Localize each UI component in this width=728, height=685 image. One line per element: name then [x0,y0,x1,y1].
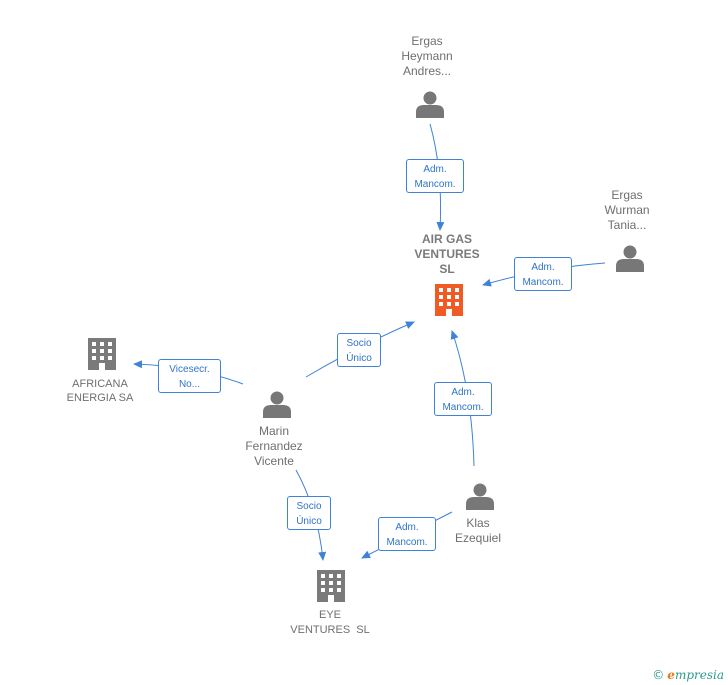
empresia-logo[interactable]: ©empresia [652,668,724,682]
edge-label-wurman-airgas: Adm. Mancom. [514,257,572,291]
brand-initial: e [667,668,675,682]
brand-name: mpresia [674,668,724,682]
node-label-marin-fernandez[interactable]: Marin Fernandez Vicente [245,424,303,468]
node-label-eye-ventures[interactable]: EYE VENTURES SL [290,609,370,636]
edge-label-klas-airgas: Adm. Mancom. [434,382,492,416]
building-icon[interactable] [317,570,345,602]
edge-label-klas-eye: Adm. Mancom. [378,517,436,551]
edge-label-marin-eye: Socio Único [287,496,331,530]
edge-label-marin-africana: Vicesecr. No... [158,359,221,393]
person-icon[interactable] [263,391,291,419]
building-icon-main[interactable] [435,284,463,316]
node-label-air-gas-ventures[interactable]: AIR GAS VENTURES SL [414,232,480,276]
node-label-klas-ezequiel[interactable]: Klas Ezequiel [454,516,502,545]
person-icon[interactable] [466,483,494,511]
building-icon[interactable] [88,338,116,370]
person-icon[interactable] [416,91,444,119]
node-label-africana-energia[interactable]: AFRICANA ENERGIA SA [66,378,134,404]
node-label-ergas-wurman[interactable]: Ergas Wurman Tania... [604,188,650,232]
copyright-icon: © [652,668,665,682]
person-icon[interactable] [616,245,644,273]
edge-label-heymann-airgas: Adm. Mancom. [406,159,464,193]
node-label-ergas-heymann[interactable]: Ergas Heymann Andres... [401,34,453,78]
edge-label-marin-airgas: Socio Único [337,333,381,367]
